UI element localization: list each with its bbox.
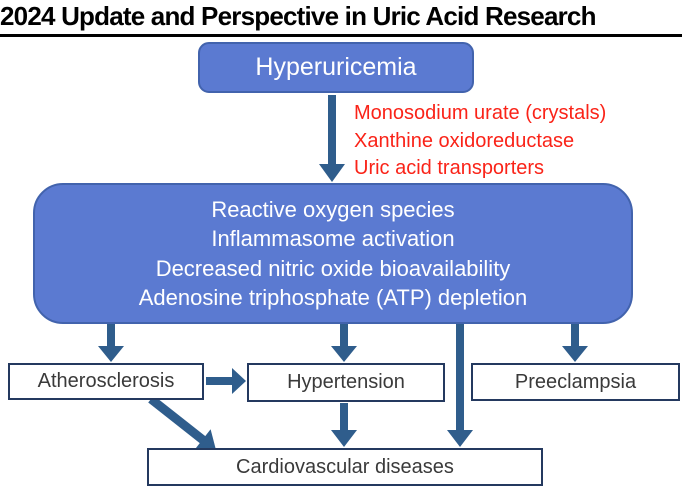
arrow-mechanisms-to-atherosclerosis (98, 324, 124, 362)
arrow-hypertension-to-cardiovascular (331, 403, 357, 447)
node-mechanisms: Reactive oxygen species Inflammasome act… (33, 183, 633, 324)
cause-annotations: Monosodium urate (crystals) Xanthine oxi… (354, 100, 606, 183)
arrow-mechanisms-to-preeclampsia (562, 324, 588, 362)
node-hyperuricemia: Hyperuricemia (198, 42, 474, 93)
page-title: 2024 Update and Perspective in Uric Acid… (0, 0, 682, 37)
mechanism-line-inflammasome: Inflammasome activation (211, 226, 455, 251)
node-cardiovascular-diseases: Cardiovascular diseases (147, 448, 543, 486)
node-atherosclerosis: Atherosclerosis (8, 363, 204, 400)
mechanism-line-atp: Adenosine triphosphate (ATP) depletion (138, 285, 528, 310)
mechanism-line-ros: Reactive oxygen species (211, 196, 455, 222)
annotation-uric-acid-transporters: Uric acid transporters (354, 157, 545, 179)
arrow-mechanisms-to-cardiovascular (447, 324, 473, 447)
arrow-atherosclerosis-to-cardiovascular (148, 395, 216, 450)
annotation-monosodium-urate: Monosodium urate (crystals) (354, 102, 607, 124)
node-hypertension: Hypertension (247, 363, 445, 402)
arrow-atherosclerosis-to-hypertension (206, 368, 246, 394)
node-preeclampsia: Preeclampsia (471, 363, 680, 401)
annotation-xanthine-oxidoreductase: Xanthine oxidoreductase (354, 129, 575, 152)
arrow-hyperuricemia-to-mechanisms (319, 95, 345, 182)
arrow-mechanisms-to-hypertension (331, 324, 357, 362)
mechanism-line-nitric-oxide: Decreased nitric oxide bioavailability (155, 255, 511, 281)
